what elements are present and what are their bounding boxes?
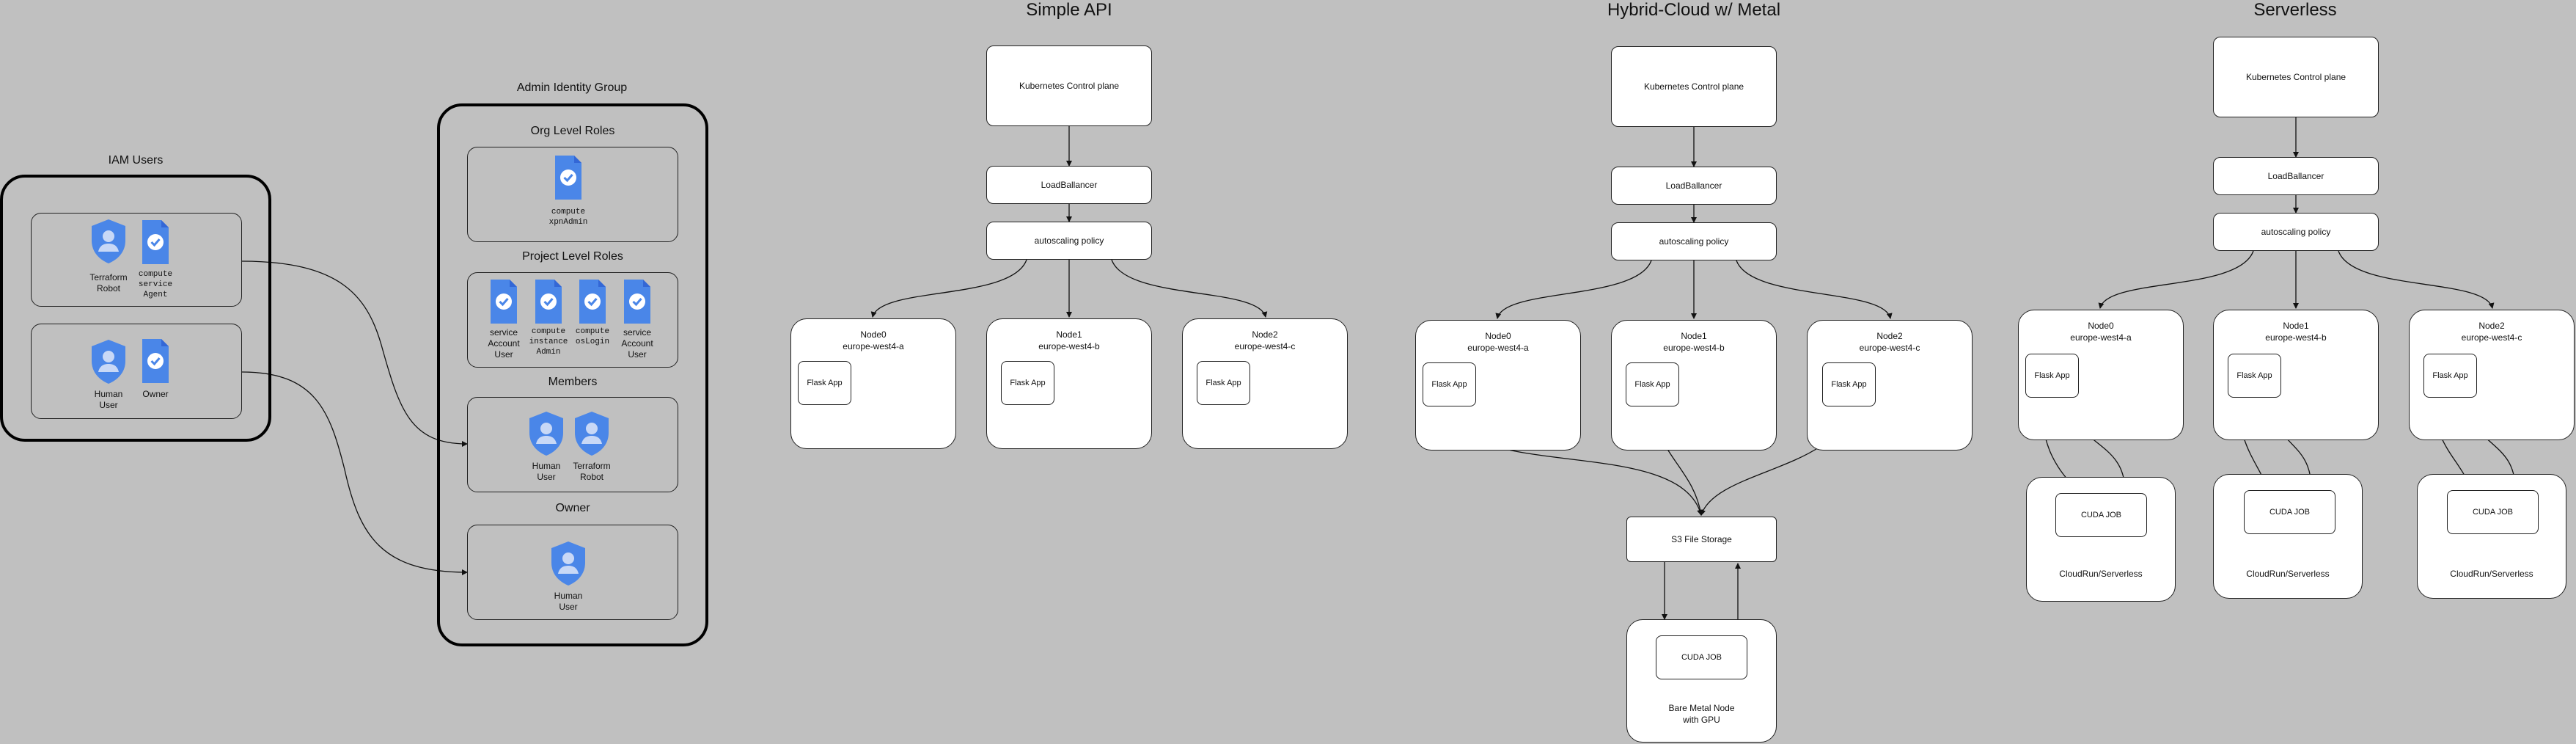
human-to-owner-arrow [241,371,468,575]
terraform-to-members-arrow [241,260,468,447]
node-name: Node2 [2478,321,2505,331]
hybrid-flask-app-0: Flask App [1423,362,1476,406]
simple-api-title: Simple API [1026,0,1112,20]
org-level-roles-title: Org Level Roles [530,125,615,137]
compute-oslogin-label: compute osLogin [575,327,610,346]
srv-cuda-job-1: CUDA JOB [2244,490,2335,534]
node-name: Node2 [1252,329,1278,340]
srv-cuda-job-2: CUDA JOB [2447,490,2539,534]
human-user-label: Human User [94,389,123,410]
role-doc-icon [491,280,517,327]
node-name: Node1 [1056,329,1082,340]
node-zone: europe-west4-b [1663,342,1725,353]
shield-user-icon [528,411,565,460]
hybrid-control-plane: Kubernetes Control plane [1611,46,1777,127]
node-name: Node0 [860,329,887,340]
members-panel [467,397,678,492]
srv-autoscale-to-node0 [2098,250,2254,309]
node-zone: europe-west4-c [2461,332,2522,343]
srv-loadbalancer: LoadBallancer [2213,157,2379,195]
srv-flask-app-1: Flask App [2228,354,2281,398]
members-title: Members [548,376,598,388]
hybrid-autoscaling-policy: autoscaling policy [1611,222,1777,260]
simple-autoscale-to-node0 [870,259,1027,318]
iam-users-title: IAM Users [108,154,164,167]
owner-title: Owner [555,502,590,514]
role-doc-icon [142,220,169,268]
srv-flask-app-0: Flask App [2025,354,2079,398]
shield-user-icon [573,411,610,460]
hybrid-flask-app-2: Flask App [1822,362,1876,406]
node-zone: europe-west4-c [1859,342,1920,353]
admin-identity-group [437,103,708,646]
node-name: Node0 [1485,331,1511,341]
srv-cloudrun-label-1: CloudRun/Serverless [2246,569,2330,579]
bare-metal-node-label: Bare Metal Node with GPU [1668,703,1735,725]
hybrid-autoscale-to-node2 [1736,260,1893,319]
shield-user-icon [90,339,127,388]
hybrid-autoscale-to-node0 [1495,260,1652,319]
member-terraform-robot-label: Terraform Robot [573,461,611,482]
hybrid-cuda-job: CUDA JOB [1656,635,1747,679]
role-doc-icon [624,280,650,327]
iam-user-row-terraform [31,213,242,307]
shield-user-icon [550,541,587,590]
simple-autoscaling-policy: autoscaling policy [986,222,1152,260]
node-zone: europe-west4-a [843,340,904,351]
srv-autoscaling-policy: autoscaling policy [2213,213,2379,251]
simple-loadbalancer: LoadBallancer [986,166,1152,204]
srv-cuda-job-0: CUDA JOB [2055,493,2147,537]
hybrid-cloud-title: Hybrid-Cloud w/ Metal [1607,0,1781,20]
role-doc-icon [555,156,581,203]
simple-flask-app-0: Flask App [798,361,851,405]
node-name: Node1 [1681,331,1707,341]
simple-flask-app-2: Flask App [1197,361,1250,405]
compute-xpnadmin-label: compute xpnAdmin [548,208,588,227]
owner-human-user-label: Human User [554,591,583,612]
role-doc-icon [535,280,562,327]
service-account-user-label: service Account User [621,327,653,360]
owner-panel [467,525,678,620]
admin-group-title: Admin Identity Group [516,81,628,94]
role-doc-icon [579,280,606,327]
node-zone: europe-west4-a [2070,332,2132,343]
owner-role-label: Owner [142,389,169,399]
simple-control-plane: Kubernetes Control plane [986,45,1152,126]
terraform-robot-label: Terraform Robot [89,272,128,293]
compute-service-agent-label: compute service Agent [138,270,173,299]
s3-file-storage: S3 File Storage [1626,517,1777,562]
org-level-roles-panel [467,147,678,242]
node-name: Node1 [2283,321,2309,331]
simple-autoscale-to-node2 [1111,259,1268,318]
node-zone: europe-west4-c [1234,340,1296,351]
node-zone: europe-west4-b [1038,340,1100,351]
project-level-roles-panel [467,272,678,368]
serverless-title: Serverless [2253,0,2337,20]
srv-cloudrun-label-2: CloudRun/Serverless [2450,569,2533,579]
role-doc-icon [142,339,169,387]
hybrid-loadbalancer: LoadBallancer [1611,167,1777,205]
service-account-user-label: service Account User [488,327,520,360]
shield-user-icon [90,219,127,268]
node-zone: europe-west4-a [1467,342,1529,353]
node-zone: europe-west4-b [2265,332,2327,343]
simple-flask-app-1: Flask App [1001,361,1054,405]
srv-control-plane: Kubernetes Control plane [2213,37,2379,117]
node-name: Node0 [2088,321,2114,331]
member-human-user-label: Human User [532,461,561,482]
srv-flask-app-2: Flask App [2423,354,2477,398]
srv-cloudrun-label-0: CloudRun/Serverless [2059,569,2143,579]
iam-user-row-human [31,324,242,419]
srv-autoscale-to-node2 [2338,250,2495,309]
node-name: Node2 [1876,331,1903,341]
project-level-roles-title: Project Level Roles [522,250,623,263]
iam-users-group [0,175,271,442]
compute-instance-admin-label: compute instance Admin [529,327,568,357]
hybrid-flask-app-1: Flask App [1626,362,1679,406]
